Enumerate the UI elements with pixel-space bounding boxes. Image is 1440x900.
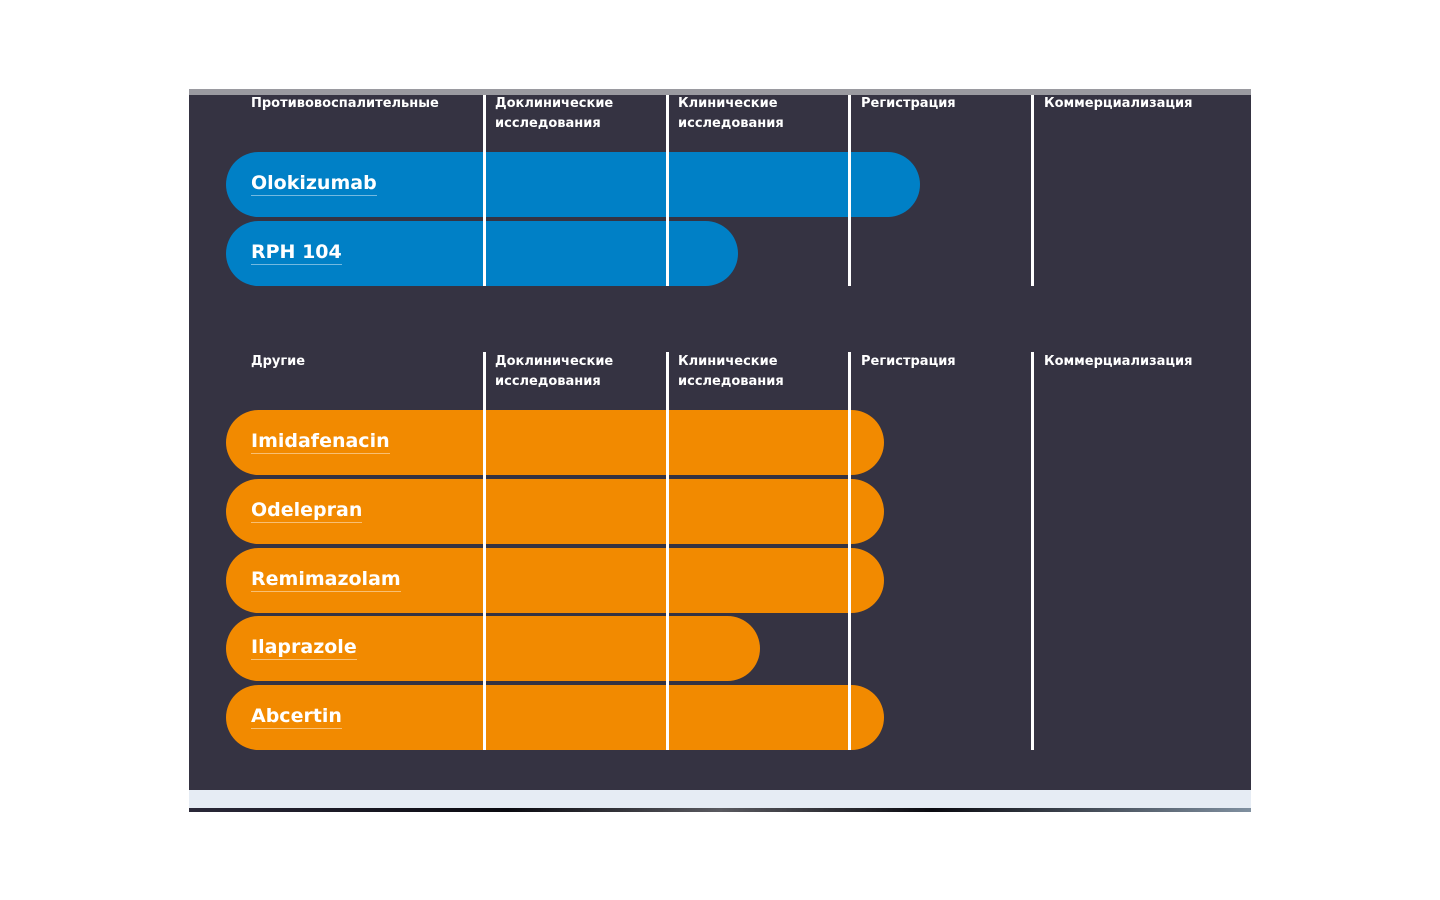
drug-link[interactable]: RPH 104: [251, 241, 342, 265]
pipeline-bar: Ilaprazole: [226, 616, 760, 681]
stage-header: Клинические исследования: [678, 354, 784, 389]
stage-header: Коммерциализация: [1044, 96, 1193, 111]
section-title: Противовоспалительные: [251, 96, 439, 111]
pipeline-bar: RPH 104: [226, 221, 738, 286]
drug-link[interactable]: Imidafenacin: [251, 430, 390, 454]
stage-divider: [666, 352, 669, 750]
stage-divider: [1031, 352, 1034, 750]
stage-divider: [483, 352, 486, 750]
drug-link[interactable]: Odelepran: [251, 499, 363, 523]
stage-divider: [848, 352, 851, 750]
top-border: [189, 89, 1251, 95]
section-title: Другие: [251, 354, 306, 369]
drug-link[interactable]: Ilaprazole: [251, 636, 357, 660]
bottom-image-edge: [189, 808, 1251, 812]
stage-divider: [666, 95, 669, 286]
stage-divider: [1031, 95, 1034, 286]
stage-header: Регистрация: [861, 96, 956, 111]
pipeline-bar: Remimazolam: [226, 548, 884, 613]
stage-header: Регистрация: [861, 354, 956, 369]
pipeline-bar: Abcertin: [226, 685, 884, 750]
pipeline-bar: Imidafenacin: [226, 410, 884, 475]
pipeline-bar: Odelepran: [226, 479, 884, 544]
drug-link[interactable]: Abcertin: [251, 705, 342, 729]
drug-link[interactable]: Olokizumab: [251, 172, 377, 196]
bottom-strip: [189, 790, 1251, 808]
stage-divider: [483, 95, 486, 286]
stage-header: Коммерциализация: [1044, 354, 1193, 369]
stage-header: Доклинические исследования: [495, 354, 614, 389]
drug-link[interactable]: Remimazolam: [251, 568, 401, 592]
stage-divider: [848, 95, 851, 286]
stage-header: Доклинические исследования: [495, 96, 614, 131]
pipeline-bar: Olokizumab: [226, 152, 921, 217]
stage-header: Клинические исследования: [678, 96, 784, 131]
